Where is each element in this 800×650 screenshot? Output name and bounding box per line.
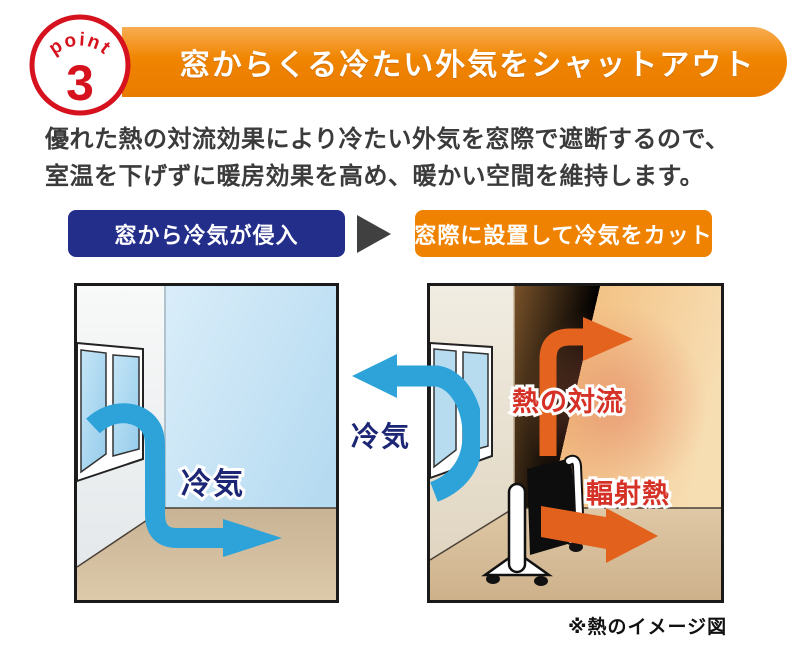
before-illustration: 冷気 [74, 283, 339, 603]
heat-glow [523, 304, 707, 504]
blocked-cold-air-curve [397, 365, 480, 502]
floor [77, 508, 336, 600]
description-line-2: 室温を下げずに暖房効果を高め、暖かい空間を維持します。 [45, 163, 705, 190]
window-pane-left [80, 349, 107, 474]
heater-front-caster-left [486, 574, 500, 584]
before-room-drawing: 冷気 [77, 286, 336, 600]
convection-arrow [539, 328, 585, 456]
before-label: 窓から冷気が侵入 [68, 210, 345, 257]
blocked-cold-air-arrow [352, 354, 480, 502]
badge-number: 3 [66, 55, 94, 111]
cold-air-label: 冷気 [181, 468, 245, 501]
footnote: ※熱のイメージ図 [568, 617, 728, 638]
radiant-heat-label: 輻射熱 [586, 479, 670, 509]
transition-triangle-icon [357, 215, 391, 253]
badge-circle [29, 14, 131, 116]
convection-label: 熱の対流 [512, 387, 624, 417]
blocked-cold-air-arrowhead [352, 354, 397, 398]
description-line-1: 優れた熱の対流効果により冷たい外気を窓際で遮断するので、 [45, 126, 730, 153]
header-banner: 窓からくる冷たい外気をシャットアウト [122, 27, 787, 97]
description: 優れた熱の対流効果により冷たい外気を窓際で遮断するので、 室温を下げずに暖房効果… [45, 121, 775, 195]
heater-front-caster-right [534, 576, 548, 586]
cold-air-flow-arrowhead [223, 519, 282, 557]
page-title: 窓からくる冷たい外気をシャットアウト [179, 49, 756, 82]
point-badge: point 3 [29, 14, 131, 116]
after-label: 窓際に設置して冷気をカット [414, 210, 712, 257]
cold-air-flow-arrow [86, 403, 227, 548]
heater-edge [566, 456, 583, 541]
radiant-heat-arrow [541, 506, 658, 563]
heater-pole [507, 482, 527, 574]
heater-rear-caster [569, 542, 583, 552]
blocked-cold-air-label: 冷気 [351, 421, 412, 452]
convection-arrowhead [583, 317, 633, 361]
